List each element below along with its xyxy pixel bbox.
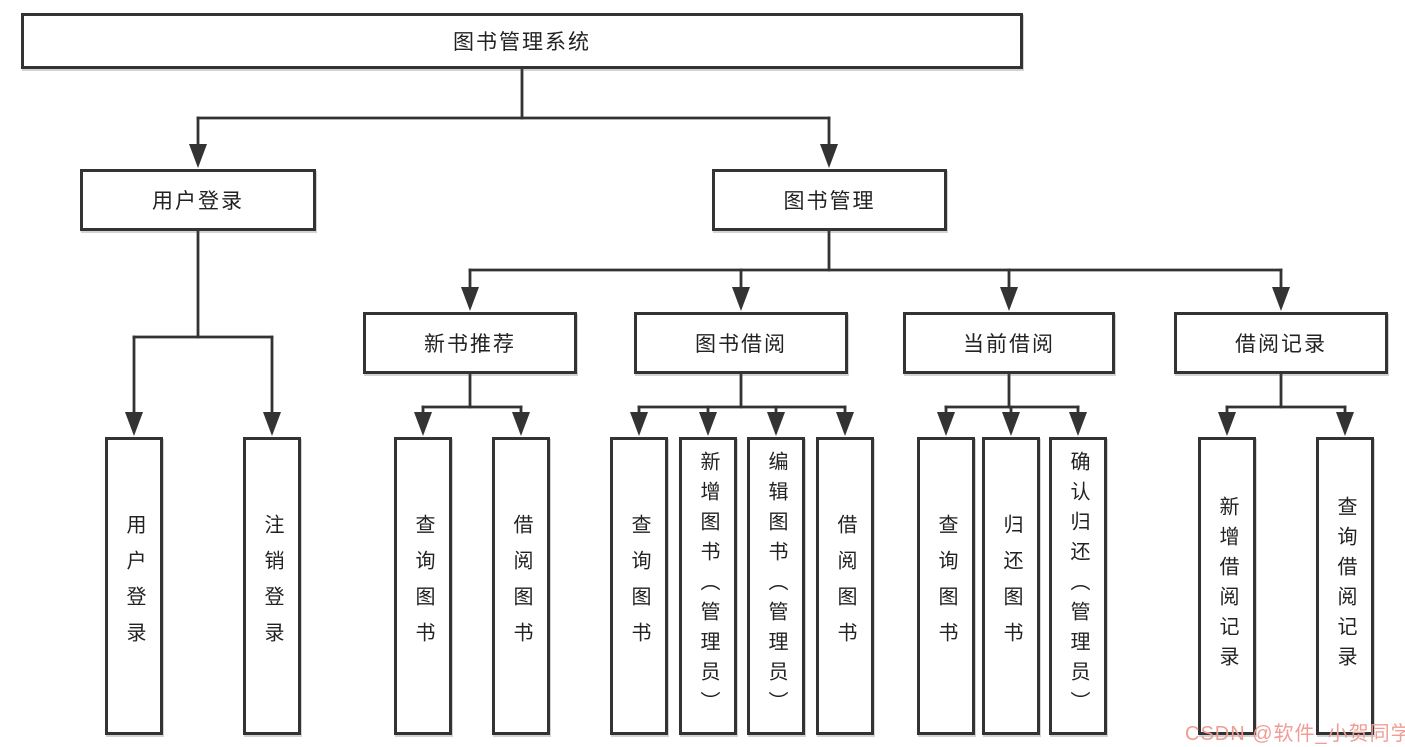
leaf-query-books-recommend: 查询图书 bbox=[394, 437, 452, 735]
leaf-return-books: 归还图书 bbox=[982, 437, 1040, 735]
leaf-label: 查询图书 bbox=[412, 514, 434, 658]
leaf-query-books-borrow: 查询图书 bbox=[610, 437, 668, 735]
leaf-label: 用户登录 bbox=[123, 514, 145, 658]
leaf-borrow-books-borrow: 借阅图书 bbox=[816, 437, 874, 735]
leaf-query-borrow-record: 查询借阅记录 bbox=[1316, 437, 1374, 735]
node-library-system: 图书管理系统 bbox=[21, 13, 1023, 69]
leaf-edit-books-admin: 编辑图书（管理员） bbox=[747, 437, 805, 735]
node-current-borrow: 当前借阅 bbox=[903, 312, 1115, 374]
leaf-label: 借阅图书 bbox=[510, 514, 532, 658]
leaf-label: 查询图书 bbox=[935, 514, 957, 658]
leaf-label: 编辑图书（管理员） bbox=[765, 451, 787, 721]
leaf-label: 查询图书 bbox=[628, 514, 650, 658]
node-book-borrow: 图书借阅 bbox=[634, 312, 848, 374]
leaf-user-login: 用户登录 bbox=[105, 437, 163, 735]
leaf-logout-login: 注销登录 bbox=[243, 437, 301, 735]
node-book-management: 图书管理 bbox=[712, 169, 947, 231]
leaf-add-books-admin: 新增图书（管理员） bbox=[679, 437, 737, 735]
leaf-label: 确认归还（管理员） bbox=[1067, 451, 1089, 721]
leaf-confirm-return-admin: 确认归还（管理员） bbox=[1049, 437, 1107, 735]
leaf-label: 注销登录 bbox=[261, 514, 283, 658]
leaf-label: 归还图书 bbox=[1000, 514, 1022, 658]
watermark: CSDN @软件_小贺同学 bbox=[1185, 723, 1405, 745]
leaf-label: 查询借阅记录 bbox=[1334, 496, 1356, 676]
leaf-label: 新增借阅记录 bbox=[1216, 496, 1238, 676]
leaf-add-borrow-record: 新增借阅记录 bbox=[1198, 437, 1256, 735]
leaf-query-books-current: 查询图书 bbox=[917, 437, 975, 735]
leaf-label: 新增图书（管理员） bbox=[697, 451, 719, 721]
node-user-login: 用户登录 bbox=[80, 169, 316, 231]
node-borrow-records: 借阅记录 bbox=[1174, 312, 1388, 374]
leaf-label: 借阅图书 bbox=[834, 514, 856, 658]
leaf-borrow-books-recommend: 借阅图书 bbox=[492, 437, 550, 735]
node-new-book-recommend: 新书推荐 bbox=[363, 312, 577, 374]
